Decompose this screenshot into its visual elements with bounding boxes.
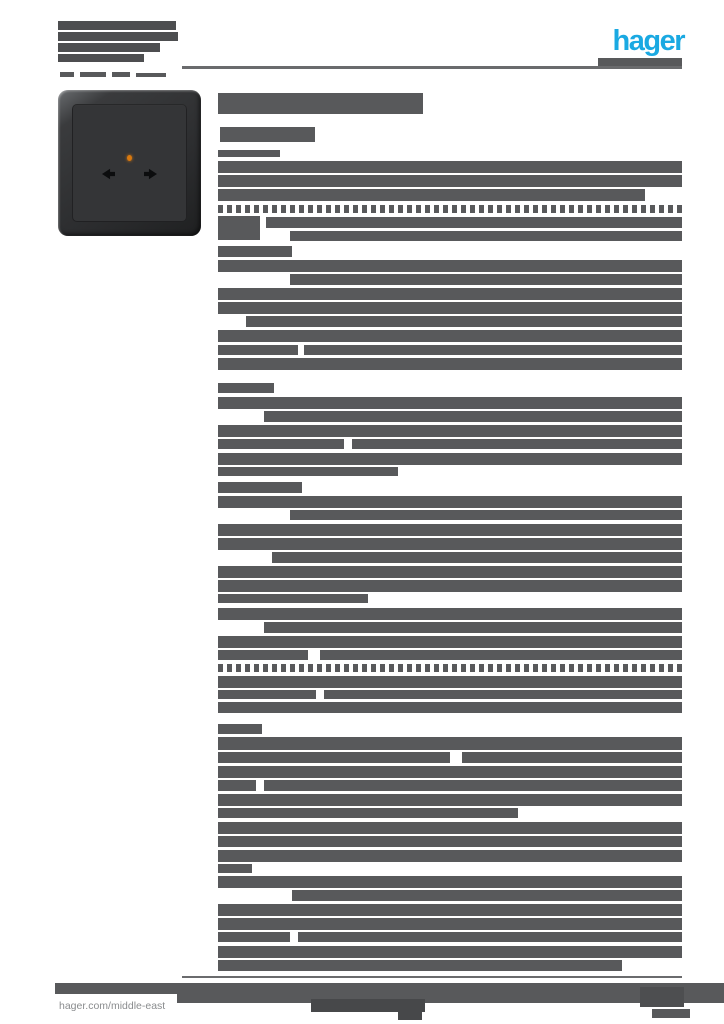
redaction-bar (218, 876, 682, 888)
redaction-bar (218, 636, 682, 648)
redaction-bar (218, 724, 262, 734)
led-indicator (126, 155, 132, 161)
redaction-bar (218, 189, 645, 201)
redaction-bar (218, 524, 682, 536)
redaction-bar (290, 231, 682, 241)
redaction-bar (218, 467, 398, 476)
redaction-bar (290, 274, 682, 285)
redaction-bar (218, 150, 280, 157)
redaction-bar (182, 976, 682, 978)
redaction-bar (292, 890, 682, 901)
redaction-bar (218, 216, 260, 240)
redaction-bar (218, 864, 252, 873)
redaction-bar (290, 510, 682, 520)
redaction-bar (218, 175, 682, 187)
redaction-bar (218, 946, 682, 958)
redaction-bar (218, 702, 682, 713)
redaction-bar (352, 439, 682, 449)
socket-faceplate (72, 104, 187, 222)
redaction-bar (218, 93, 423, 114)
socket-hole-right (144, 168, 157, 180)
redaction-bar (218, 850, 682, 862)
redaction-bar (246, 316, 682, 327)
redaction-bar (218, 822, 682, 834)
redaction-bar (218, 650, 308, 660)
redaction-bar (218, 808, 518, 818)
redaction-bar (218, 330, 682, 342)
redaction-bar (218, 752, 450, 763)
redaction-bar (264, 780, 682, 791)
redaction-bar (394, 836, 682, 847)
redaction-bar (218, 439, 344, 449)
redaction-bar (272, 552, 682, 563)
redaction-bar (58, 54, 144, 62)
redaction-bar (218, 496, 682, 508)
redaction-bar (652, 1009, 690, 1018)
redaction-bar (58, 21, 176, 30)
redaction-bar (218, 397, 682, 409)
redaction-bar (218, 737, 682, 750)
redaction-bar (136, 73, 166, 77)
redaction-bar (218, 664, 682, 672)
redaction-bar (58, 32, 178, 41)
redaction-bar (218, 580, 682, 592)
redaction-bar (218, 161, 682, 173)
redaction-bar (218, 482, 302, 493)
redaction-bar (598, 58, 682, 66)
redaction-bar (298, 932, 682, 942)
redaction-bar (218, 960, 622, 971)
redaction-bar (112, 72, 130, 77)
redaction-bar (218, 453, 682, 465)
redaction-bar (218, 260, 682, 272)
redaction-bar (182, 66, 682, 69)
redaction-bar (218, 690, 316, 699)
redaction-bar (640, 987, 684, 1007)
redaction-bar (264, 411, 682, 422)
redaction-bar (218, 302, 682, 314)
redaction-bar (218, 904, 682, 916)
redaction-bar (218, 358, 682, 370)
redaction-bar (218, 766, 682, 778)
redaction-bar (218, 836, 394, 847)
redaction-bar (266, 217, 682, 228)
footer-url-box: hager.com/middle-east (55, 994, 177, 1018)
redaction-bar (311, 999, 425, 1012)
redaction-bar (398, 1012, 422, 1020)
redaction-bar (218, 383, 274, 393)
redaction-bar (320, 650, 682, 660)
redaction-bar (218, 205, 682, 213)
redaction-bar (218, 246, 292, 257)
footer-url-text[interactable]: hager.com/middle-east (59, 1000, 166, 1012)
redaction-bar (55, 983, 724, 1003)
redaction-bar (218, 932, 290, 942)
redaction-bar (60, 72, 74, 77)
redaction-bar (304, 345, 682, 355)
redaction-bar (218, 594, 368, 603)
hager-logo: hager (612, 25, 686, 57)
redaction-bar (58, 43, 160, 52)
redaction-bar (218, 345, 298, 355)
redaction-bar (324, 690, 682, 699)
redaction-bar (80, 72, 106, 77)
redaction-bar (218, 566, 682, 578)
redaction-bar (218, 608, 682, 620)
redaction-bar (462, 752, 682, 763)
redaction-bar (218, 538, 682, 550)
socket-hole-left (102, 168, 115, 180)
redaction-bar (264, 622, 682, 633)
redaction-bar (220, 127, 315, 142)
redaction-bar (218, 288, 682, 300)
redaction-bar (218, 425, 682, 437)
product-image (58, 90, 201, 236)
redaction-bar (218, 918, 682, 930)
redaction-bar (218, 780, 256, 791)
redaction-bar (218, 794, 682, 806)
redaction-bar (218, 676, 682, 688)
